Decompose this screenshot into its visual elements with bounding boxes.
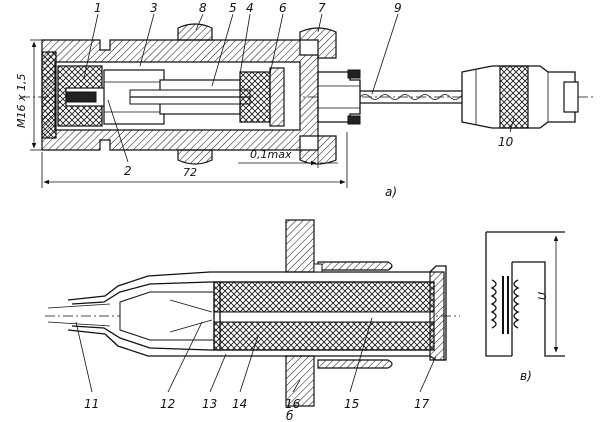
callout-10: 10 <box>498 135 514 149</box>
callout-3: 3 <box>150 1 158 15</box>
callout-2: 2 <box>124 164 132 178</box>
voltage-label: U <box>536 292 549 300</box>
callout-13: 13 <box>202 397 217 411</box>
subfigure-b-label: б <box>286 409 294 422</box>
subfigure-v-label: в) <box>520 369 532 383</box>
length-dimension-label: 72 <box>183 166 197 179</box>
callout-4: 4 <box>246 1 254 15</box>
callout-9: 9 <box>394 1 402 15</box>
callout-7: 7 <box>318 1 326 15</box>
callout-8: 8 <box>199 1 207 15</box>
callout-16: 16 <box>285 397 301 411</box>
subfigure-a-label: а) <box>385 185 397 199</box>
thread-dimension-label: M16 x 1,5 <box>15 74 28 128</box>
callout-5: 5 <box>229 1 237 15</box>
gap-dimension-label: 0,1max <box>250 148 292 161</box>
callout-15: 15 <box>344 397 359 411</box>
callout-6: 6 <box>279 1 287 15</box>
callout-1: 1 <box>94 1 102 15</box>
callout-17: 17 <box>414 397 430 411</box>
figure-a-connector: M16 x 1,5 72 0,1max <box>15 13 595 188</box>
figure-b-connector <box>45 219 460 407</box>
callout-12: 12 <box>160 397 175 411</box>
figure-v-transformer: U <box>485 231 565 357</box>
callout-11: 11 <box>84 397 99 411</box>
callout-14: 14 <box>232 397 247 411</box>
